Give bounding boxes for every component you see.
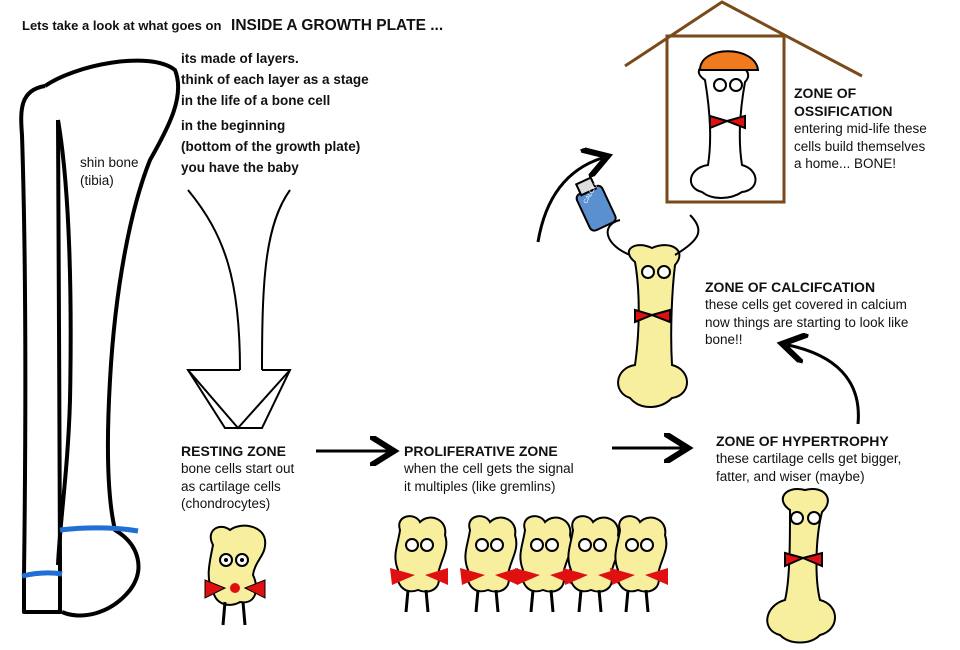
tibia-label: shin bone (tibia) xyxy=(80,154,139,190)
resting-zone-title: RESTING ZONE xyxy=(181,443,287,459)
ossification-cell xyxy=(690,50,760,199)
title-emphasis: INSIDE A GROWTH PLATE ... xyxy=(231,17,444,34)
growth-plate-line-upper xyxy=(59,525,139,534)
proliferative-cells xyxy=(390,515,668,613)
ossification-zone-line: entering mid-life these xyxy=(794,121,927,137)
proliferative-zone-line: when the cell gets the signal xyxy=(404,461,574,477)
tibia-drawing xyxy=(19,58,181,618)
arrow-hypertrophy-to-calcification xyxy=(788,345,860,425)
resting-zone-text: RESTING ZONE bone cells start out as car… xyxy=(181,442,294,513)
ossification-zone-title: OSSIFICATION xyxy=(794,103,893,120)
hypertrophy-cell xyxy=(766,488,836,644)
proliferative-zone-title: PROLIFERATIVE ZONE xyxy=(404,443,558,459)
tibia-label-line: (tibia) xyxy=(80,173,114,188)
hypertrophy-zone-line: these cartilage cells get bigger, xyxy=(716,451,902,467)
calcification-zone-text: ZONE OF CALCIFCATION these cells get cov… xyxy=(705,278,908,349)
resting-zone-line: bone cells start out xyxy=(181,461,295,477)
ossification-zone-line: a home... BONE! xyxy=(794,156,897,172)
resting-zone-line: (chondrocytes) xyxy=(181,496,271,512)
tibia-label-line: shin bone xyxy=(80,155,139,170)
intro-text: its made of layers. think of each layer … xyxy=(181,48,369,178)
hypertrophy-zone-line: fatter, and wiser (maybe) xyxy=(716,468,865,484)
intro-line: (bottom of the growth plate) xyxy=(181,139,361,154)
intro-line: you have the baby xyxy=(181,160,299,175)
arrow-calcification-to-ossification xyxy=(536,158,602,243)
hypertrophy-zone-title: ZONE OF HYPERTROPHY xyxy=(716,433,889,449)
growth-plate-line-lower xyxy=(21,570,63,579)
house-drawing xyxy=(624,0,863,204)
ossification-zone-line: cells build themselves xyxy=(794,138,926,154)
calcification-zone-title: ZONE OF CALCIFCATION xyxy=(705,279,876,295)
page-title: Lets take a look at what goes on INSIDE … xyxy=(22,16,443,36)
intro-line: in the life of a bone cell xyxy=(181,93,331,108)
ossification-zone-text: ZONE OF OSSIFICATION entering mid-life t… xyxy=(794,84,927,173)
intro-line: its made of layers. xyxy=(181,51,299,66)
intro-line: think of each layer as a stage xyxy=(181,72,369,87)
resting-zone-line: as cartilage cells xyxy=(181,478,281,494)
proliferative-zone-line: it multiples (like gremlins) xyxy=(404,478,556,494)
calcification-zone-line: now things are starting to look like xyxy=(705,314,909,330)
calcification-zone-line: these cells get covered in calcium xyxy=(705,297,907,313)
down-arrow xyxy=(186,189,292,430)
hypertrophy-zone-text: ZONE OF HYPERTROPHY these cartilage cell… xyxy=(716,432,901,485)
ossification-zone-title: ZONE OF xyxy=(794,85,857,101)
calcification-cell xyxy=(606,214,700,408)
resting-cell xyxy=(204,524,267,626)
intro-line: in the beginning xyxy=(181,118,286,133)
proliferative-zone-text: PROLIFERATIVE ZONE when the cell gets th… xyxy=(404,442,574,495)
title-lead: Lets take a look at what goes on xyxy=(22,18,222,33)
calcium-bottle-icon xyxy=(574,176,617,232)
calcification-zone-line: bone!! xyxy=(705,332,743,348)
